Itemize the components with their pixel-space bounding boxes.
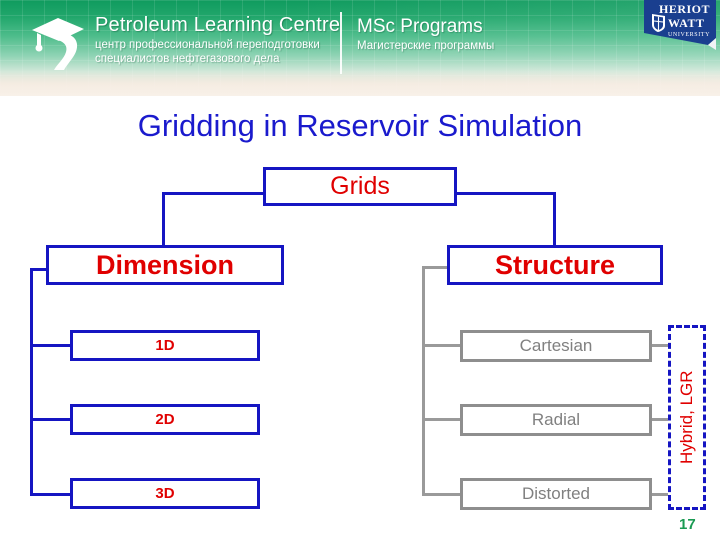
connector-root-right-v xyxy=(553,192,556,248)
node-2d[interactable]: 2D xyxy=(70,404,260,435)
node-cartesian[interactable]: Cartesian xyxy=(460,330,652,362)
node-3d[interactable]: 3D xyxy=(70,478,260,509)
svg-text:UNIVERSITY: UNIVERSITY xyxy=(668,32,710,38)
node-radial[interactable]: Radial xyxy=(460,404,652,436)
connector-structure-spine-v xyxy=(422,266,425,496)
connector-root-right-h xyxy=(454,192,556,195)
connector-root-left-h xyxy=(162,192,266,195)
hybrid-lgr-label: Hybrid, LGR xyxy=(677,370,696,465)
connector-cartesian-to-hybrid xyxy=(650,344,672,347)
page-title: Gridding in Reservoir Simulation xyxy=(137,108,583,143)
node-1d[interactable]: 1D xyxy=(70,330,260,361)
svg-text:WATT: WATT xyxy=(668,16,704,30)
connector-structure-spine-top xyxy=(422,266,450,269)
heriot-watt-logo: HERIOT WATT UNIVERSITY xyxy=(642,0,716,52)
org-name-ru-line1: центр профессиональной переподготовки xyxy=(95,39,320,51)
node-structure[interactable]: Structure xyxy=(447,245,663,285)
header-banner: Petroleum Learning Centre центр професси… xyxy=(0,0,720,96)
program-name-ru: Магистерские программы xyxy=(357,40,495,52)
node-grids[interactable]: Grids xyxy=(263,167,457,206)
connector-structure-to-distorted xyxy=(422,493,464,496)
connector-dimension-to-2d xyxy=(30,418,72,421)
svg-text:HERIOT: HERIOT xyxy=(659,2,710,16)
connector-dimension-to-1d xyxy=(30,344,72,347)
connector-dimension-to-3d xyxy=(30,493,72,496)
connector-dimension-spine-top xyxy=(30,268,52,271)
connector-distorted-to-hybrid xyxy=(650,493,672,496)
node-dimension[interactable]: Dimension xyxy=(46,245,284,285)
page-number: 17 xyxy=(679,516,696,533)
connector-structure-to-cartesian xyxy=(422,344,464,347)
program-name-en: MSc Programs xyxy=(357,16,483,37)
org-name-en: Petroleum Learning Centre xyxy=(95,14,341,36)
connector-radial-to-hybrid xyxy=(650,418,672,421)
connector-dimension-spine-v xyxy=(30,268,33,496)
header-divider xyxy=(340,12,342,74)
org-name-ru-line2: специалистов нефтегазового дела xyxy=(95,52,280,65)
connector-root-left-v xyxy=(162,192,165,248)
banner-bottom-fade xyxy=(0,70,720,96)
hybrid-lgr-callout-box[interactable] xyxy=(668,325,706,510)
connector-structure-to-radial xyxy=(422,418,464,421)
petroleum-learning-centre-block: Petroleum Learning Centre центр професси… xyxy=(95,14,341,66)
msc-programs-block: MSc Programs Магистерские программы xyxy=(357,16,494,53)
node-distorted[interactable]: Distorted xyxy=(460,478,652,510)
graduation-cap-icon xyxy=(28,14,90,70)
